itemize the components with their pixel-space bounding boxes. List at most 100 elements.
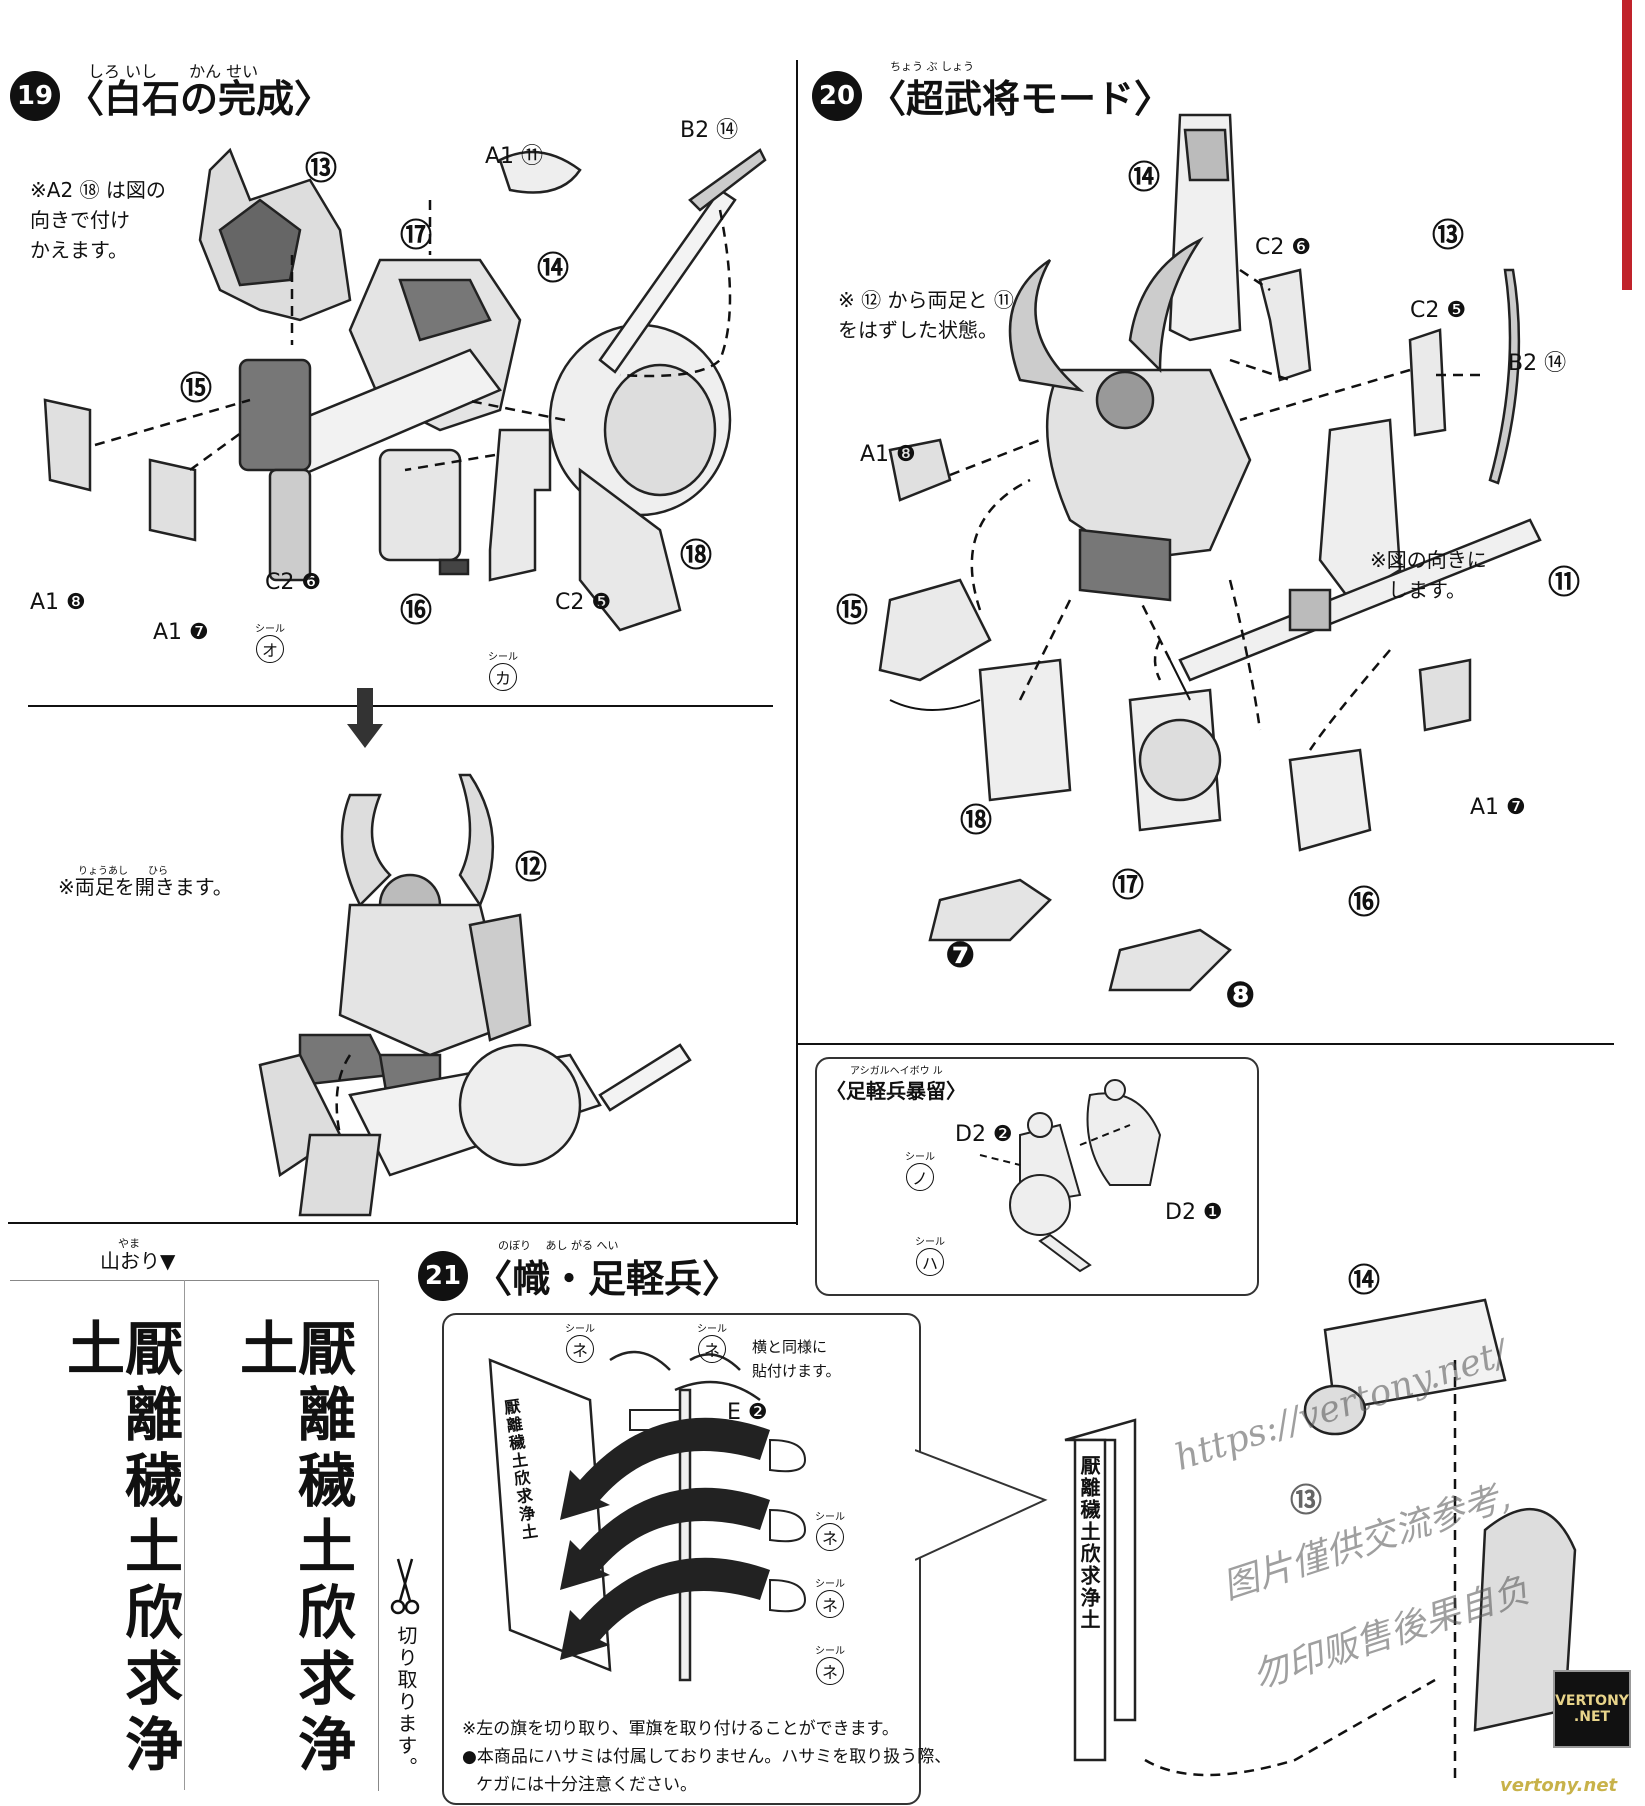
step21-box <box>442 1313 921 1805</box>
label-b2-14: B2 ⑭ <box>680 118 739 143</box>
step20-note2: ※図の向きに します。 <box>1370 545 1487 605</box>
step21-connector <box>915 1449 1048 1561</box>
seal-word: シール <box>488 652 518 663</box>
seal-ne-mark: ネ <box>816 1657 844 1685</box>
step21-part-13: ⑬ <box>1290 1481 1323 1519</box>
seal-ne-mark: ネ <box>816 1590 844 1618</box>
label-c2-6: C2 ❻ <box>265 570 322 595</box>
step21-footnotes: ※左の旗を切り取り、軍旗を取り付けることができます。 ●本商品にハサミは付属して… <box>462 1715 951 1799</box>
ashigaru-ruby: アシガルヘイボウ ル <box>850 1066 943 1077</box>
seal-ka-mark: カ <box>489 663 517 691</box>
step19-number: 19 <box>10 70 60 121</box>
banner-right: 厭離穢土欣求浄土 <box>230 1318 356 1780</box>
step19-note-line: ※A2 ⑱ は図の <box>30 178 166 202</box>
step21-part-14: ⑭ <box>1348 1261 1381 1299</box>
seal-o: シール オ <box>255 620 285 663</box>
footnote-3: ケガには十分注意ください。 <box>476 1775 697 1795</box>
step21-assembly-banner: 厭離穢土欣求浄土 <box>1077 1455 1101 1631</box>
label-c2-5: C2 ❺ <box>555 590 612 615</box>
step20-part-13: ⑬ <box>1432 216 1465 254</box>
step20-diagram <box>878 113 1542 992</box>
label-a1-7: A1 ❼ <box>153 620 209 645</box>
step21-number: 21 <box>418 1250 468 1301</box>
down-arrow-icon <box>347 688 383 748</box>
seal-ha-mark: ハ <box>916 1248 944 1276</box>
part-14-label: ⑭ <box>537 249 570 287</box>
seal-word: シール <box>565 1324 595 1335</box>
ashigaru-diagram <box>979 1079 1162 1273</box>
step20-part-16: ⑯ <box>1348 883 1381 921</box>
banner-fold-line <box>184 1280 185 1790</box>
step20-part-15: ⑮ <box>836 591 869 629</box>
step20-label-a1-7: A1 ❼ <box>1470 795 1526 820</box>
step20-label-c2-5: C2 ❺ <box>1410 298 1467 323</box>
seal-ne-mark: ネ <box>816 1523 844 1551</box>
step19-diagram <box>43 147 767 632</box>
seal-word: シール <box>905 1152 935 1163</box>
seal-no: シール ノ <box>905 1148 935 1191</box>
step20-note-line: ※ ⑫ から両足と ⑪ <box>838 288 1014 312</box>
step19-divider <box>28 705 773 707</box>
seal-ne-4: シール ネ <box>815 1575 845 1618</box>
banner-area <box>10 1280 379 1791</box>
banner-left: 厭離穢土欣求浄土 <box>57 1318 183 1780</box>
footnote-2: ●本商品にハサミは付属しておりません。ハサミを取り扱う際、 <box>462 1747 952 1767</box>
seal-word: シール <box>915 1237 945 1248</box>
step19-note-line: 向きで付け <box>30 208 130 232</box>
step20-note-line: をはずした状態。 <box>838 318 998 342</box>
step20-part-7: ❼ <box>945 935 976 976</box>
step19-note2-ruby: りょうあし ひら <box>78 866 168 877</box>
step21-diagram <box>488 1350 807 1682</box>
step19-header: 19 〈白石の完成〉 <box>10 68 332 123</box>
step20-bottom-divider <box>796 1043 1614 1045</box>
part-16-label: ⑯ <box>400 591 433 629</box>
step20-header: 20 〈超武将モード〉 <box>812 68 1172 123</box>
seal-word: シール <box>255 624 285 635</box>
step20-part-14: ⑭ <box>1128 158 1161 196</box>
step20-ruby: ちょう ぶ しょう <box>890 60 974 73</box>
ashigaru-box <box>815 1057 1259 1296</box>
step20-part-8: ❽ <box>1225 975 1256 1016</box>
label-a1-8: A1 ❽ <box>30 590 86 615</box>
step20-part-18: ⑱ <box>960 801 993 839</box>
seal-o-mark: オ <box>256 635 284 663</box>
step19-note: ※A2 ⑱ は図の 向きで付け かえます。 <box>30 175 166 265</box>
watermark-corner: vertony.net <box>1500 1775 1618 1796</box>
scissors-icon <box>390 1558 420 1615</box>
step21-assembly-diagram <box>1064 1298 1577 1780</box>
vertony-logo: VERTONY .NET <box>1553 1670 1631 1748</box>
step20-part-17: ⑰ <box>1112 866 1145 904</box>
step19-title: 〈白石の完成〉 <box>66 77 333 121</box>
seal-word: シール <box>815 1646 845 1657</box>
seal-ne-5: シール ネ <box>815 1642 845 1685</box>
step20-label-a1-8: A1 ❽ <box>860 442 916 467</box>
step19-note-line: かえます。 <box>30 238 128 262</box>
step19-assembly-diagram <box>258 773 692 1217</box>
step20-number: 20 <box>812 70 862 121</box>
seal-word: シール <box>815 1512 845 1523</box>
seal-ne-1: シール ネ <box>565 1320 595 1363</box>
part-17-label: ⑰ <box>400 216 433 254</box>
part-13-label: ⑬ <box>305 149 338 187</box>
part-12-label: ⑫ <box>515 848 548 886</box>
same-note-line: 横と同様に <box>752 1338 828 1356</box>
step20-label-b2-14: B2 ⑭ <box>1508 351 1567 376</box>
footnote-1: ※左の旗を切り取り、軍旗を取り付けることができます。 <box>462 1719 899 1739</box>
seal-ka: シール カ <box>488 648 518 691</box>
label-a1-11: A1 ⑪ <box>485 144 544 169</box>
step19-note2: ※両足を開きます。 <box>58 875 233 899</box>
step21-header: 21 〈幟・足軽兵〉 <box>418 1248 740 1303</box>
ashigaru-title: 〈足軽兵暴留〉 <box>826 1079 966 1103</box>
step21-ruby: のぼり あし がる へい <box>498 1239 619 1252</box>
fold-label: 山おり▼ <box>100 1249 176 1273</box>
same-note: 横と同様に 貼付けます。 <box>752 1335 841 1383</box>
step21-title: 〈幟・足軽兵〉 <box>474 1257 741 1301</box>
logo-top: VERTONY <box>1555 1693 1629 1709</box>
same-note-line: 貼付けます。 <box>752 1362 841 1380</box>
part-15-label: ⑮ <box>180 369 213 407</box>
seal-ne-3: シール ネ <box>815 1508 845 1551</box>
seal-ne-mark: ネ <box>698 1335 726 1363</box>
seal-word: シール <box>815 1579 845 1590</box>
seal-no-mark: ノ <box>906 1163 934 1191</box>
edge-strip <box>1622 0 1632 290</box>
